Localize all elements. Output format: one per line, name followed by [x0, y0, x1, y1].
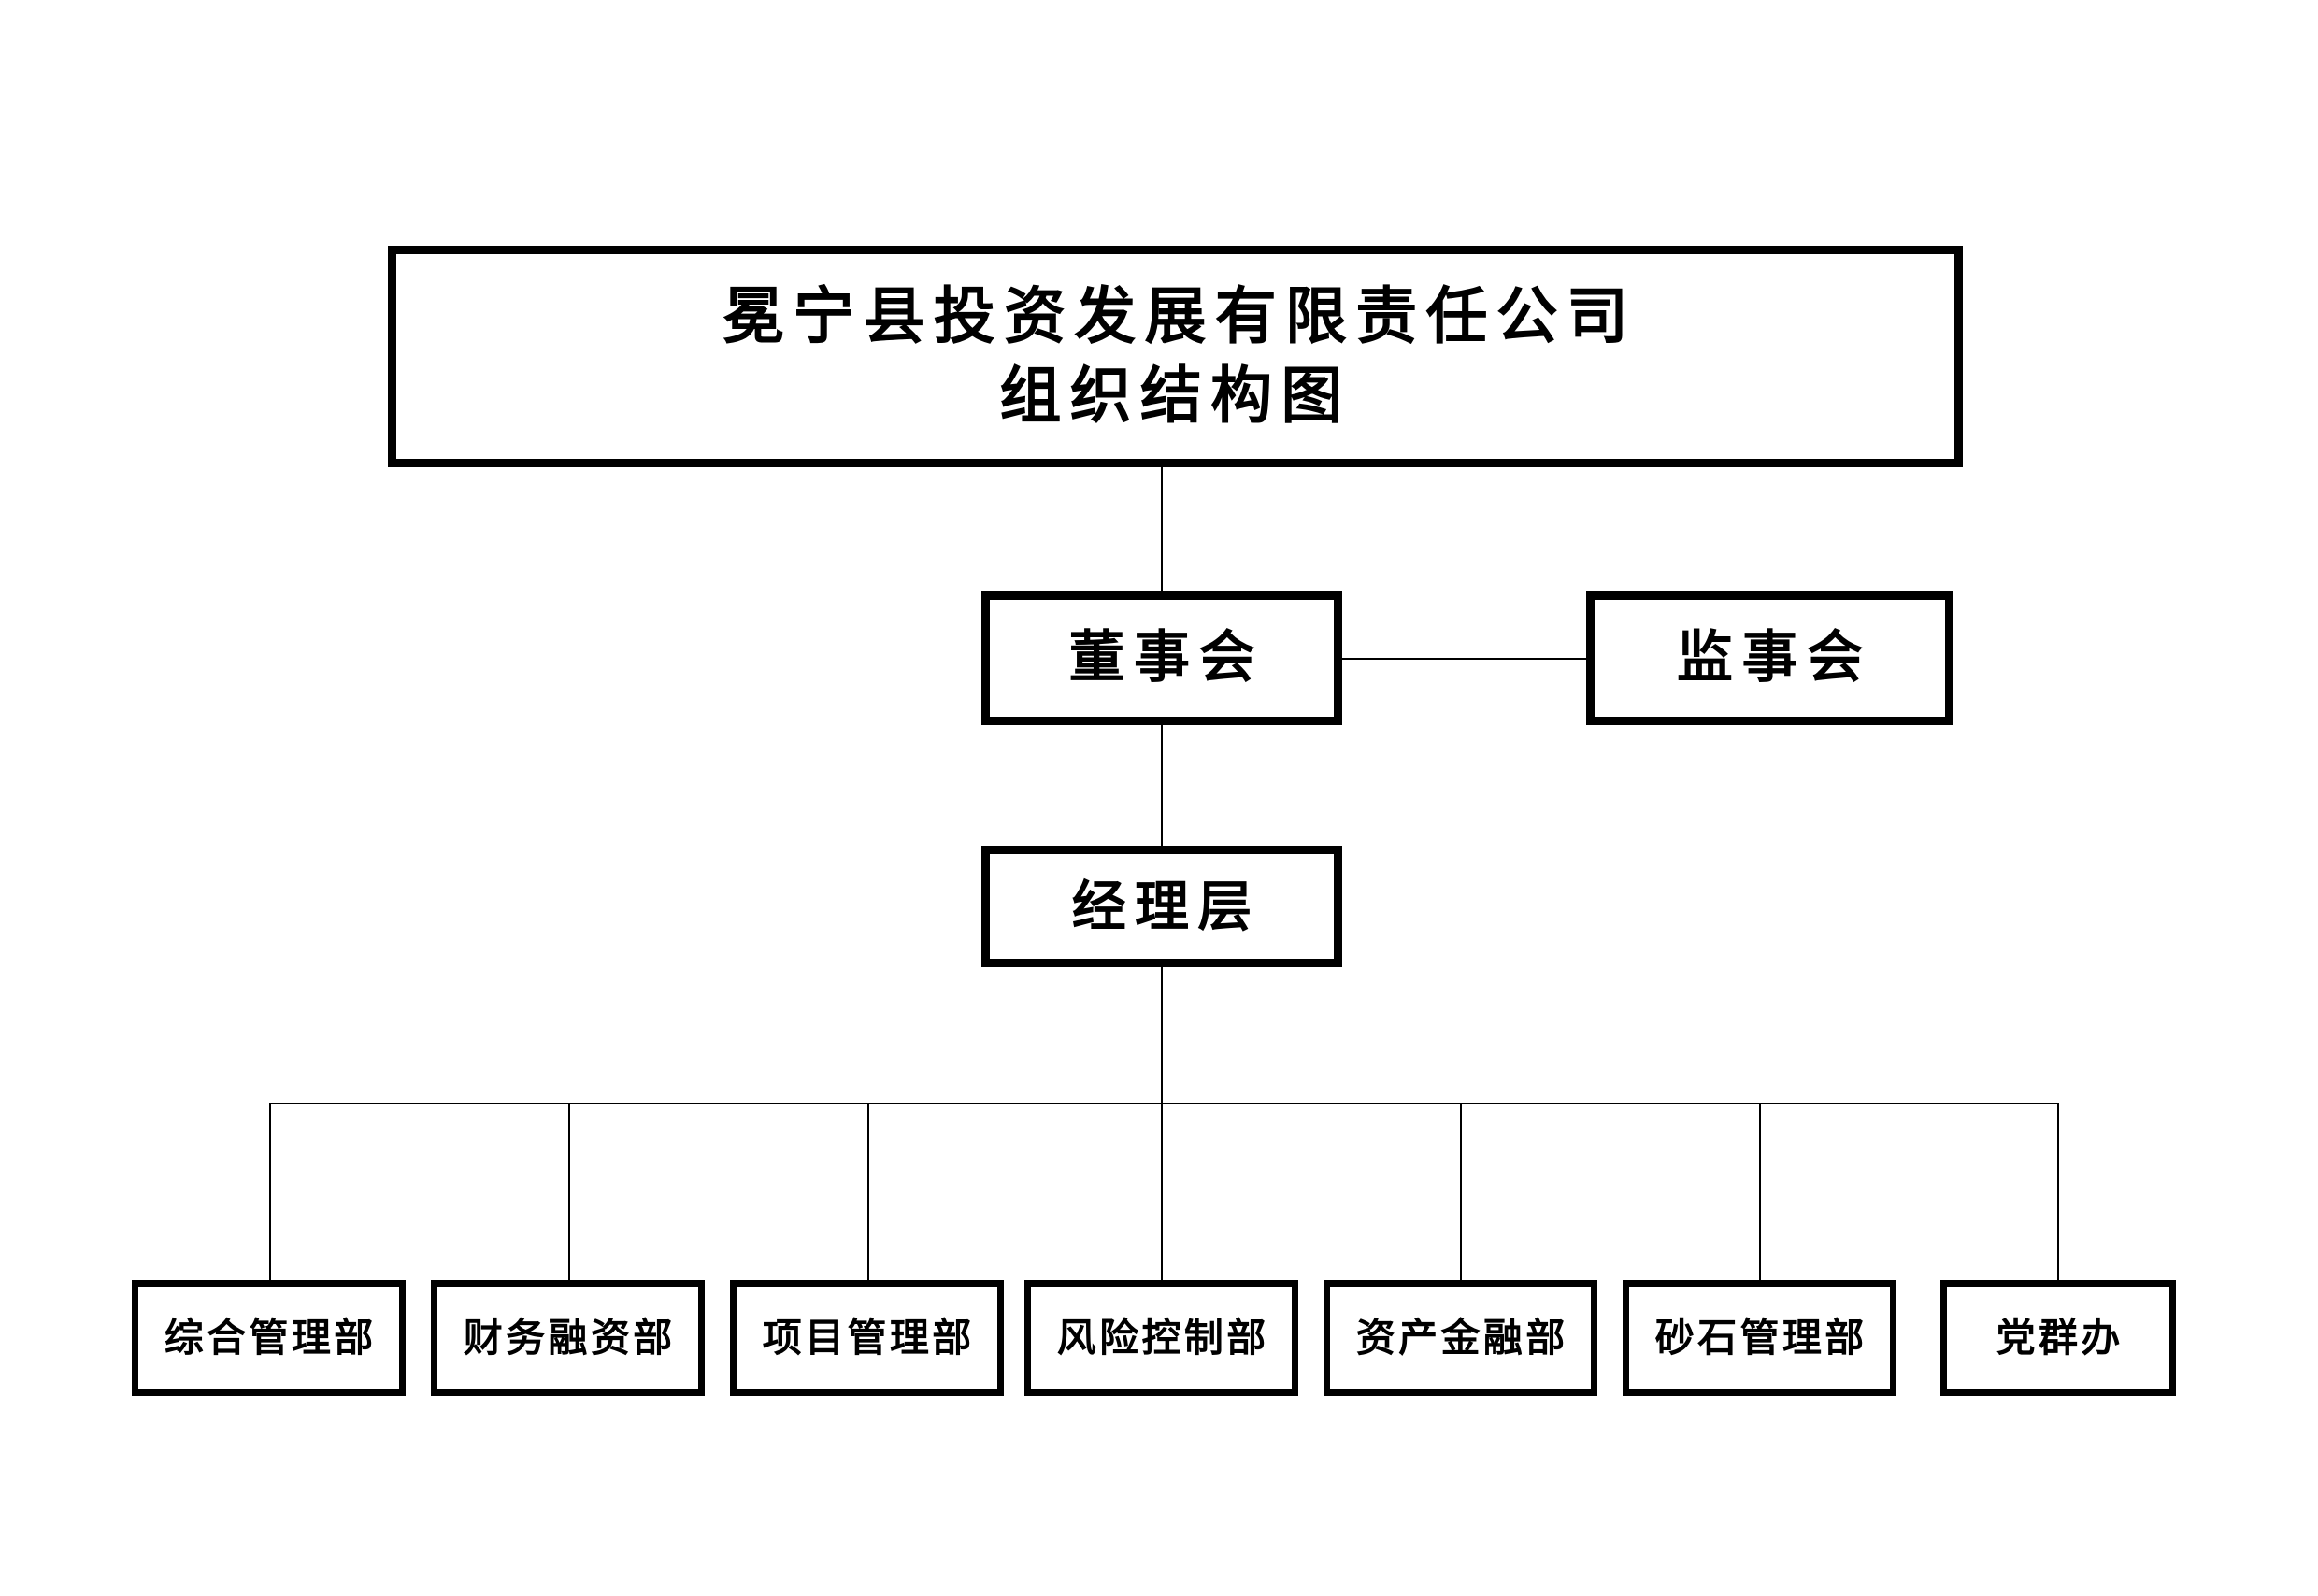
node-board-of-supervisors-label: 监事会	[1676, 625, 1872, 691]
connector-bus-to-dept-6	[1759, 1103, 1761, 1282]
node-department-7: 党群办	[1940, 1280, 2176, 1396]
connector-management-to-bus	[1161, 967, 1163, 1104]
connector-bus-to-dept-3	[867, 1103, 869, 1282]
node-board-of-supervisors: 监事会	[1586, 591, 1953, 725]
node-department-4-label: 风险控制部	[1056, 1315, 1269, 1361]
org-chart-title-box: 冕宁县投资发展有限责任公司 组织结构图	[388, 246, 1963, 467]
org-chart-title-text: 冕宁县投资发展有限责任公司 组织结构图	[723, 280, 1638, 432]
node-department-4: 风险控制部	[1024, 1280, 1298, 1396]
node-management-layer: 经理层	[981, 846, 1342, 967]
node-management-layer-label: 经理层	[1071, 874, 1261, 938]
node-department-2-label: 财务融资部	[463, 1315, 676, 1361]
connector-bus-to-dept-1	[269, 1103, 271, 1282]
node-department-1-label: 综合管理部	[164, 1315, 377, 1361]
connector-board-to-management	[1161, 725, 1163, 853]
node-department-5: 资产金融部	[1324, 1280, 1597, 1396]
connector-board-to-supervisors	[1342, 658, 1586, 660]
node-department-6: 砂石管理部	[1623, 1280, 1896, 1396]
node-department-7-label: 党群办	[1996, 1315, 2124, 1361]
connector-bus-to-dept-5	[1460, 1103, 1462, 1282]
node-department-5-label: 资产金融部	[1355, 1315, 1568, 1361]
node-department-6-label: 砂石管理部	[1654, 1315, 1867, 1361]
connector-bus-to-dept-7	[2057, 1103, 2059, 1282]
node-board-of-directors: 董事会	[981, 591, 1342, 725]
connector-bus-to-dept-2	[568, 1103, 570, 1282]
node-department-3: 项目管理部	[730, 1280, 1004, 1396]
node-department-1: 综合管理部	[132, 1280, 406, 1396]
node-department-2: 财务融资部	[431, 1280, 705, 1396]
department-bus	[269, 1103, 2058, 1104]
connector-title-to-board	[1161, 467, 1163, 599]
node-department-3-label: 项目管理部	[762, 1315, 975, 1361]
connector-bus-to-dept-4	[1161, 1103, 1163, 1282]
node-board-of-directors-label: 董事会	[1068, 625, 1265, 691]
